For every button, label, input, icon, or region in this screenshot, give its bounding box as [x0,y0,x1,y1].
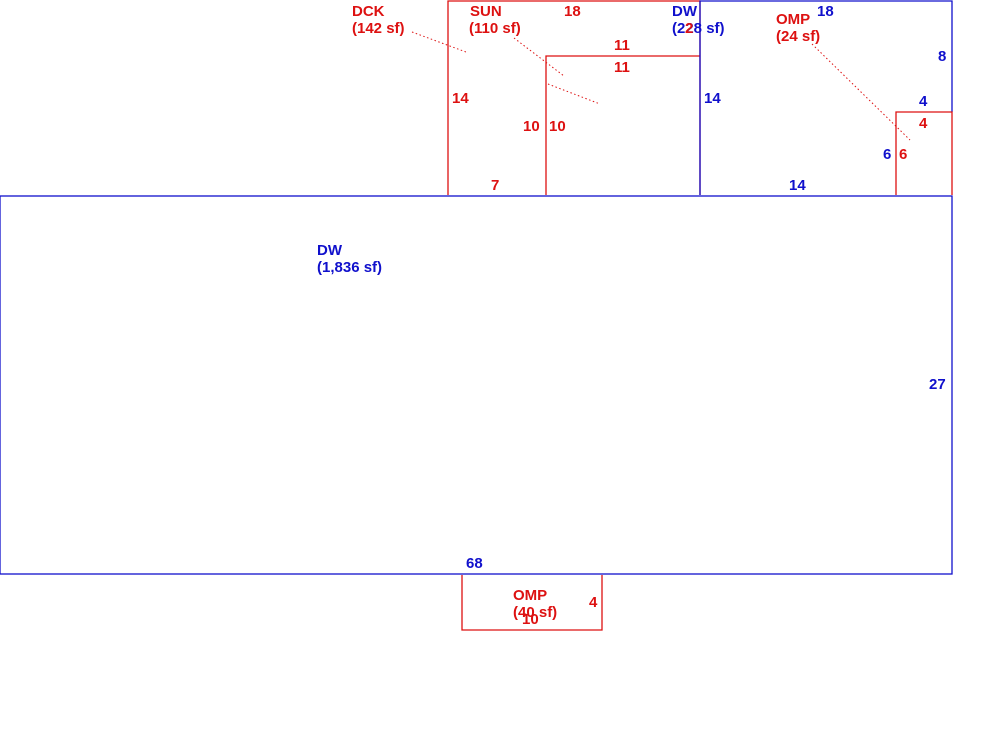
dim-dw-small-bottom-14: 14 [789,177,806,194]
dim-dw-small-2: 2 [685,20,693,37]
dim-dw-main-right-27: 27 [929,376,946,393]
dim-sun-top-11-inner: 11 [614,59,630,76]
sun-area-size: (110 sf) [469,20,521,37]
sun-area-name: SUN [470,3,502,20]
dim-dw-small-right-8: 8 [938,48,946,65]
omp-bottom-outline [461,575,603,631]
dw-small-area-size: (228 sf) [672,20,725,37]
dck-area-size: (142 sf) [352,20,405,37]
sun-leader-line-2 [547,83,601,105]
dim-omp-top-4-red: 4 [919,115,928,132]
dim-omp-bottom-10: 10 [522,611,539,628]
dim-omp-top-4-blue: 4 [919,93,928,110]
dim-omp-bottom-4: 4 [589,594,598,611]
dw-main-outline [0,195,953,575]
sun-leader-line [513,37,565,77]
omp-bottom-area-name: OMP [513,587,547,604]
dw-main-area-size: (1,836 sf) [317,259,382,276]
dim-sun-left-10-a: 10 [523,118,540,135]
dim-omp-top-6-red: 6 [899,146,907,163]
omp-top-outline [895,111,953,195]
dck-area-name: DCK [352,3,385,20]
sun-outline [545,55,700,195]
dim-dck-left-14: 14 [452,90,469,107]
dw-small-outline [699,0,953,195]
dim-top-18-blue: 18 [817,3,834,20]
dw-main-area-name: DW [317,242,343,259]
omp-bottom-area-size: (40 sf) [513,604,557,621]
omp-top-area-name: OMP [776,11,810,28]
dw-small-area-name: DW [672,3,698,20]
dim-sun-top-11-outer: 11 [614,37,630,54]
dim-dw-small-left-14: 14 [704,90,721,107]
dim-sun-left-10-b: 10 [549,118,566,135]
omp-top-area-size: (24 sf) [776,28,820,45]
dim-dck-bottom-7: 7 [491,177,499,194]
omp-top-leader-line [811,43,911,141]
dck-leader-line [411,31,467,53]
dim-dw-main-bottom-68: 68 [466,555,483,572]
dim-omp-top-6-blue: 6 [883,146,891,163]
dim-top-18-red: 18 [564,3,581,20]
